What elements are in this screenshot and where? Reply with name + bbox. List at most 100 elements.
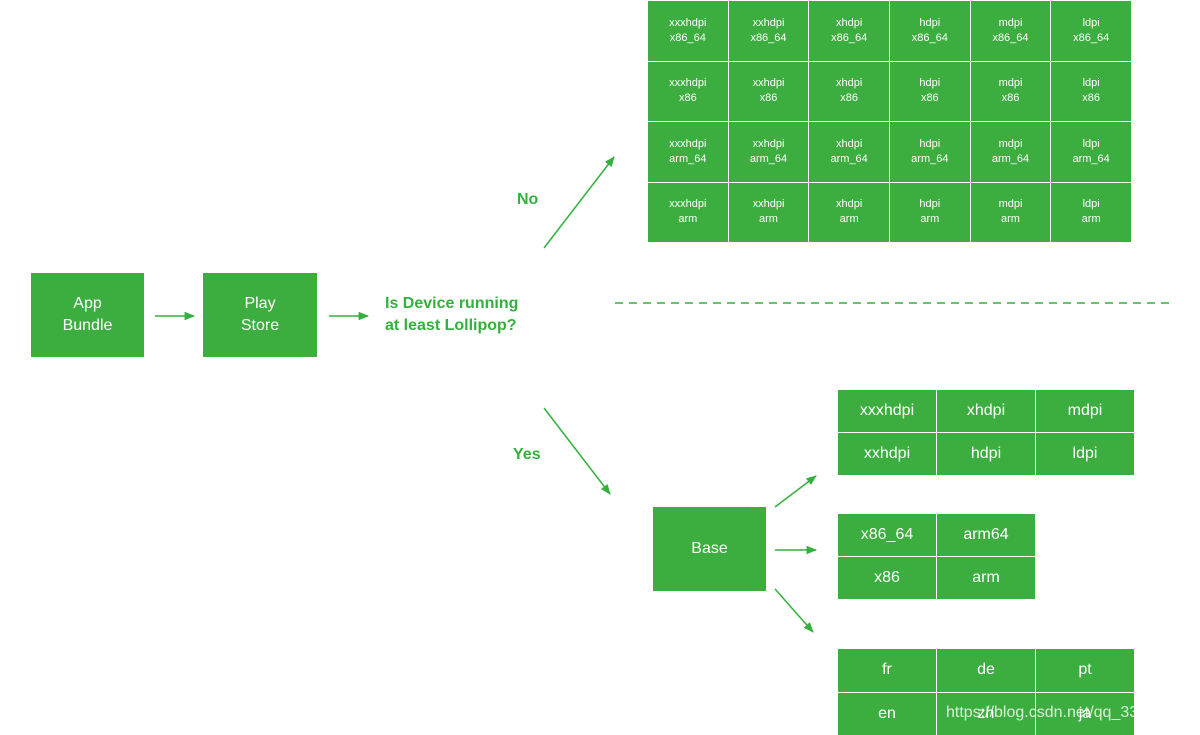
density-cell: xhdpi — [937, 390, 1035, 432]
apk-variant-cell: xxhdpi x86_64 — [728, 1, 809, 61]
apk-variant-cell-line: hdpi — [919, 16, 941, 29]
apk-variant-cell: xhdpi arm — [809, 182, 889, 242]
app-bundle-line1: App — [73, 295, 102, 312]
language-cell: ja — [1036, 692, 1134, 735]
apk-variant-cell: hdpi x86_64 — [889, 1, 970, 61]
apk-variant-cell-line: xxhdpi — [752, 137, 785, 150]
density-cell: hdpi — [937, 433, 1035, 475]
apk-variant-cell-line: xhdpi — [836, 16, 863, 29]
apk-variant-cell-line: xxhdpi — [752, 198, 785, 211]
apk-variant-cell: ldpi arm — [1051, 182, 1131, 242]
apk-variant-cell-line: arm_64 — [991, 152, 1030, 165]
apk-variant-cell-line: xxxhdpi — [669, 137, 707, 150]
apk-variant-cell-line: x86_64 — [750, 31, 787, 44]
apk-variant-cell-line: ldpi — [1082, 198, 1100, 211]
no-label: No — [517, 191, 539, 208]
apk-variant-cell-line: x86 — [1082, 92, 1101, 105]
apk-variant-cell-line: arm — [1001, 213, 1020, 226]
apk-variant-cell: xxhdpi arm — [728, 182, 809, 242]
apk-variant-cell-line: arm_64 — [830, 152, 868, 165]
apk-variant-cell: hdpi arm_64 — [889, 122, 970, 182]
apk-variant-cell-line: x86 — [840, 92, 859, 105]
arrow-yes-branch — [543, 407, 611, 495]
app-bundle-node: App Bundle — [31, 273, 144, 357]
language-cell: de — [937, 649, 1035, 692]
apk-variant-cell-line: ldpi — [1082, 16, 1100, 29]
apk-variant-cell-line: xhdpi — [836, 198, 863, 211]
question-line2: at least Lollipop? — [385, 317, 517, 334]
apk-variant-cell-line: arm — [678, 213, 698, 226]
apk-variant-cell-line: mdpi — [998, 77, 1023, 90]
language-cell: zh — [937, 692, 1035, 735]
apk-variant-cell: mdpi arm — [970, 182, 1051, 242]
apk-variant-cell-line: arm_64 — [669, 152, 707, 165]
apk-variant-cell: ldpi arm_64 — [1051, 122, 1131, 182]
apk-variant-cell: xhdpi x86_64 — [809, 1, 889, 61]
apk-variant-cell-line: mdpi — [998, 137, 1023, 150]
apk-variant-cell-line: x86 — [1001, 92, 1020, 105]
play-store-line1: Play — [244, 295, 276, 312]
base-node: Base — [653, 507, 766, 591]
apk-variant-cell-line: arm_64 — [1072, 152, 1110, 165]
apk-variant-cell-line: xhdpi — [836, 137, 863, 150]
density-cell: mdpi — [1036, 390, 1134, 432]
apk-variant-cell-line: ldpi — [1082, 137, 1100, 150]
apk-variant-cell-line: hdpi — [919, 77, 941, 90]
apk-variant-cell: xxxhdpi x86 — [648, 61, 728, 121]
language-cell: fr — [838, 649, 936, 692]
apk-variant-cell-line: arm — [1081, 213, 1101, 226]
question-line1: Is Device running — [385, 295, 519, 312]
arrow-base-to-density — [774, 475, 817, 508]
apk-variant-cell-line: x86 — [678, 92, 697, 105]
apk-variant-cell-line: hdpi — [919, 198, 941, 211]
app-bundle-line2: Bundle — [62, 317, 113, 334]
apk-variant-cell: hdpi x86 — [889, 61, 970, 121]
apk-variant-cell-line: xxxhdpi — [669, 77, 707, 90]
language-cell: en — [838, 692, 936, 735]
apk-variant-cell-line: x86_64 — [911, 31, 948, 44]
density-cell: xxhdpi — [838, 433, 936, 475]
apk-variant-cell-line: arm — [759, 213, 778, 226]
apk-variant-cell: xhdpi arm_64 — [809, 122, 889, 182]
apk-variant-cell-line: x86 — [759, 92, 778, 105]
apk-variant-cell-line: x86 — [920, 92, 939, 105]
apk-variant-cell-line: x86_64 — [1073, 31, 1110, 44]
arrow-no-branch — [543, 156, 615, 249]
apk-variant-cell-line: xxhdpi — [752, 77, 785, 90]
apk-variant-cell: mdpi x86_64 — [970, 1, 1051, 61]
apk-variant-cell-line: arm_64 — [911, 152, 949, 165]
apk-variant-cell-line: hdpi — [919, 137, 941, 150]
apk-variant-cell-line: mdpi — [998, 198, 1023, 211]
base-label: Base — [691, 540, 728, 557]
apk-variant-cell: mdpi x86 — [970, 61, 1051, 121]
apk-variant-cell-line: arm — [839, 213, 859, 226]
apk-variant-cell-line: xxhdpi — [752, 16, 785, 29]
question-node: Is Device running at least Lollipop? — [385, 293, 518, 337]
apk-variant-cell-line: xxxhdpi — [669, 16, 707, 29]
apk-variant-cell-line: xhdpi — [836, 77, 863, 90]
apk-variant-cell-line: x86_64 — [831, 31, 868, 44]
watermark: https://blog.csdn.net/qq_33 — [946, 704, 1139, 721]
apk-variant-cell-line: ldpi — [1082, 77, 1100, 90]
apk-variant-cell-line: x86_64 — [992, 31, 1029, 44]
density-cell: ldpi — [1036, 433, 1134, 475]
density-cell: xxxhdpi — [838, 390, 936, 432]
apk-variant-cell: xhdpi x86 — [809, 61, 889, 121]
play-store-node: Play Store — [203, 273, 317, 357]
apk-variant-cell: ldpi x86_64 — [1051, 1, 1131, 61]
apk-variant-cell-line: mdpi — [998, 16, 1023, 29]
apk-variant-cell: xxhdpi x86 — [728, 61, 809, 121]
apk-variant-cell: ldpi x86 — [1051, 61, 1131, 121]
apk-variant-cell: xxxhdpi arm — [648, 182, 728, 242]
apk-variant-cell-line: xxxhdpi — [669, 198, 707, 211]
abi-cell: x86 — [838, 557, 936, 599]
apk-variant-cell: mdpi arm_64 — [970, 122, 1051, 182]
play-store-line2: Store — [240, 317, 280, 334]
language-cell: pt — [1036, 649, 1134, 692]
